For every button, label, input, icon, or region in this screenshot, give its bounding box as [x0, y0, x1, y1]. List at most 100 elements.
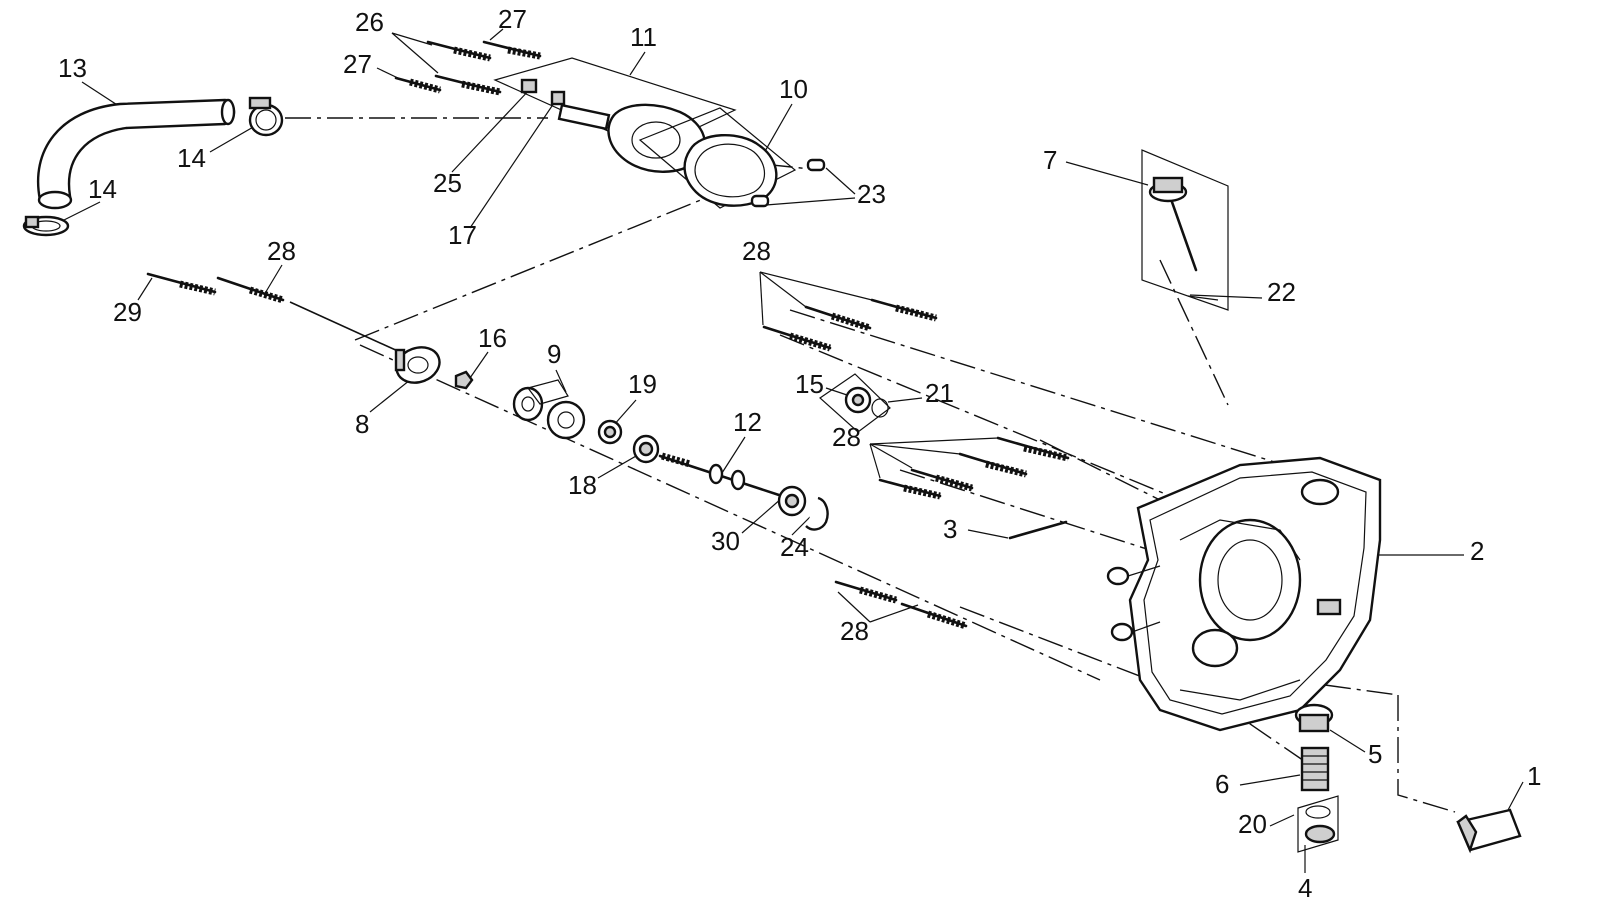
dipstick-axis-line [1159, 259, 1229, 406]
leader-3 [967, 529, 1009, 539]
part-3-pin [1008, 520, 1068, 540]
leader-23b [765, 197, 856, 206]
callout-22: 22 [1267, 277, 1296, 307]
leader-5 [1329, 729, 1366, 753]
washer-hub [394, 348, 406, 372]
cover-rib-2 [1179, 679, 1301, 701]
gasket-inner [694, 143, 766, 198]
leader-28-top-b [759, 271, 807, 308]
part-14-hose-clamps [22, 96, 284, 237]
case-bolt-top-3-thread [788, 332, 832, 352]
case-bolt-bottom-2-thread [926, 610, 968, 630]
nut-body [454, 370, 474, 390]
part-19-seal [597, 419, 623, 445]
leader-17 [469, 99, 557, 229]
leader-28-mid-c [869, 443, 913, 469]
case-bolt-mid-1-thread [1023, 444, 1069, 462]
leader-27-top [489, 28, 504, 41]
callout-7: 7 [1043, 145, 1057, 175]
callout-6: 6 [1215, 769, 1229, 799]
shaft-collar-1 [708, 463, 724, 485]
callout-18: 18 [568, 470, 597, 500]
cover-main-bore-inner [1217, 539, 1283, 621]
callout-3: 3 [943, 514, 957, 544]
bolt-27-left [394, 76, 442, 92]
fitting-17 [550, 90, 566, 106]
callout-28-left: 28 [267, 236, 296, 266]
callout-28-top: 28 [742, 236, 771, 266]
pump-shaft-axis-line [359, 344, 1101, 681]
bolt-27-top [482, 40, 542, 58]
leader-6 [1239, 774, 1301, 786]
bolt-axis-line-1 [789, 309, 1301, 471]
leader-20 [1269, 814, 1295, 827]
pump-shaft-line [289, 301, 401, 353]
callout-30: 30 [711, 526, 740, 556]
bolt-29-thread [179, 280, 216, 296]
part-9-impeller [512, 379, 586, 440]
part-8-washer [394, 346, 441, 384]
part-26-27-cover-bolts [394, 40, 542, 96]
callout-27-left: 27 [343, 49, 372, 79]
dipstick-neck [1170, 200, 1198, 272]
case-bolt-top-2-thread [830, 312, 872, 332]
dowel-pin-lower [750, 194, 770, 208]
callout-2: 2 [1470, 536, 1484, 566]
part-6-spring [1300, 746, 1330, 792]
callout-21: 21 [925, 378, 954, 408]
leader-28-mid-b [869, 443, 961, 455]
bolt-axis-line-5 [959, 606, 1151, 681]
cover-upper-boss [1300, 478, 1340, 506]
case-bolt-mid-2-thread [985, 460, 1027, 478]
oil-seal-15-inner [851, 393, 865, 407]
callout-13: 13 [58, 53, 87, 83]
part-2-crankcase-cover [1106, 456, 1382, 732]
shaft-collar-2 [730, 469, 746, 491]
dipstick-outline-box [1141, 149, 1229, 311]
seal-ring-inner [603, 425, 617, 439]
part-15-21-seal-set [819, 373, 891, 433]
cover-right-lug [1316, 598, 1342, 616]
callout-28-mid: 28 [832, 422, 861, 452]
leader-26b [391, 32, 433, 46]
case-bolt-mid-3-thread [935, 474, 973, 492]
leader-28-top-a [759, 271, 873, 301]
leader-lines [51, 28, 1524, 873]
part-11-pump-cover [493, 57, 737, 173]
bolt-axis-line-3 [1039, 439, 1181, 511]
cover-lower-boss [1191, 628, 1239, 668]
part-28-case-bolts [762, 298, 1070, 630]
washer-outer [395, 346, 441, 384]
impeller-right-bore [557, 411, 575, 429]
bolt-axis-line-2 [779, 334, 1181, 501]
leader-24 [791, 516, 811, 536]
leader-22 [1189, 294, 1263, 299]
dowel-pin-upper [806, 158, 826, 172]
bearing-inner [638, 441, 654, 457]
bolt-27-top-thread [507, 46, 541, 60]
leader-28-bottom-a [837, 591, 871, 623]
seal-20 [1305, 805, 1331, 819]
seal-plug-outline-box [1297, 795, 1339, 853]
leader-28-top-c [759, 271, 764, 326]
callout-28-bottom: 28 [840, 616, 869, 646]
callout-14-lower: 14 [88, 174, 117, 204]
cover-left-stud-2-body [1131, 621, 1161, 633]
hose-end-lower [37, 190, 73, 210]
leader-28-mid-d [869, 443, 881, 479]
callout-19: 19 [628, 369, 657, 399]
cover-plate-lip [1456, 814, 1478, 854]
leader-21 [887, 397, 923, 403]
case-bolt-mid-1 [996, 436, 1070, 460]
leader-26a [391, 32, 439, 74]
callout-12: 12 [733, 407, 762, 437]
part-10-gasket [638, 107, 797, 209]
bolt-26-top-thread [453, 46, 491, 62]
part-23-dowel-pins [750, 158, 826, 208]
pump-cover-port [631, 121, 681, 159]
cover-flange [1143, 471, 1367, 715]
case-bolt-mid-4-thread [903, 484, 941, 500]
leader-7 [1065, 161, 1149, 186]
leader-23a [825, 167, 856, 195]
leader-16 [469, 351, 489, 379]
